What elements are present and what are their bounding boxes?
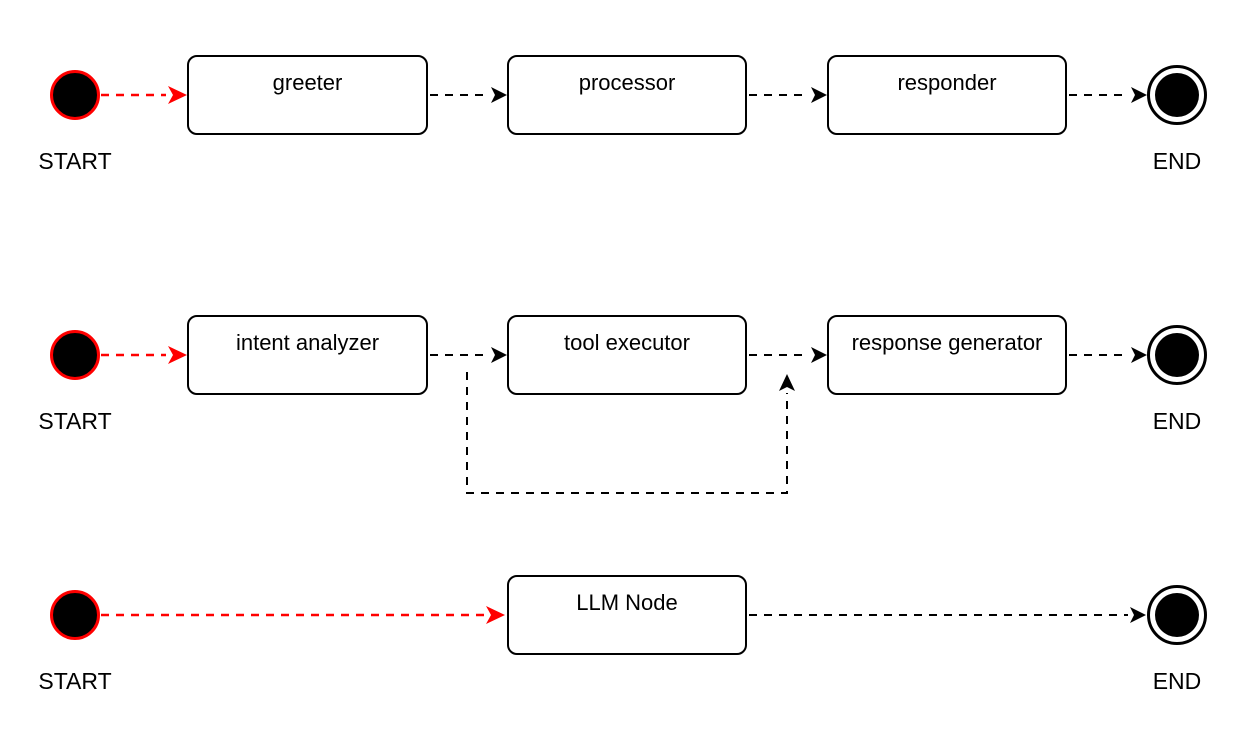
node-intent-analyzer: intent analyzer: [187, 315, 428, 395]
node-responder: responder: [827, 55, 1067, 135]
node-processor: processor: [507, 55, 747, 135]
start-node-circle: [50, 590, 100, 640]
end-node-circle: [1147, 325, 1207, 385]
end-node-inner-dot: [1155, 333, 1199, 377]
edge-intent-analyzer-tool-executor: [430, 347, 507, 363]
node-greeter: greeter: [187, 55, 428, 135]
end-node-circle: [1147, 65, 1207, 125]
end-label: END: [1152, 668, 1202, 694]
end-node-circle: [1147, 585, 1207, 645]
edge-start-llm-node: [101, 606, 505, 624]
edge-tool-executor-response-generator: [749, 347, 827, 363]
node-label: tool executor: [564, 330, 690, 355]
node-label: intent analyzer: [235, 330, 380, 355]
start-node-circle: [50, 330, 100, 380]
edge-responder-end: [1069, 87, 1147, 103]
edge-greeter-processor: [430, 87, 507, 103]
edge-start-greeter: [101, 86, 187, 104]
start-label: START: [38, 148, 112, 174]
edge-loop-below: [466, 372, 795, 494]
node-label: LLM Node: [576, 590, 678, 615]
node-llm-node: LLM Node: [507, 575, 747, 655]
end-node-inner-dot: [1155, 593, 1199, 637]
edge-response-generator-end: [1069, 347, 1147, 363]
end-label: END: [1152, 148, 1202, 174]
node-label: response generator: [851, 330, 1043, 355]
edge-start-intent-analyzer: [101, 346, 187, 364]
edge-processor-responder: [749, 87, 827, 103]
node-label: responder: [897, 70, 997, 95]
edge-llm-node-end: [749, 607, 1146, 623]
end-label: END: [1152, 408, 1202, 434]
node-response-generator: response generator: [827, 315, 1067, 395]
node-label: processor: [578, 70, 676, 95]
node-label: greeter: [272, 70, 343, 95]
start-label: START: [38, 408, 112, 434]
node-tool-executor: tool executor: [507, 315, 747, 395]
start-node-circle: [50, 70, 100, 120]
start-label: START: [38, 668, 112, 694]
end-node-inner-dot: [1155, 73, 1199, 117]
